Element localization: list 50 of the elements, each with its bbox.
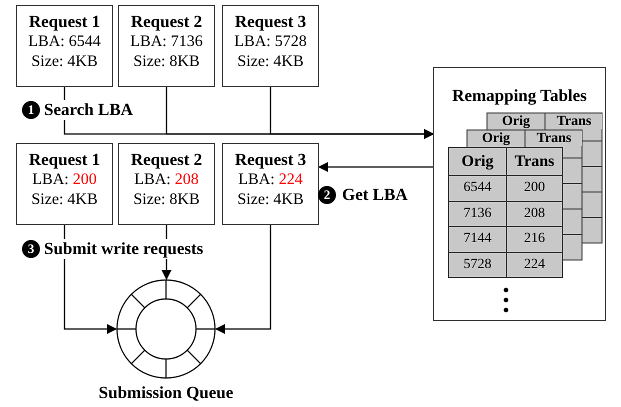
request-field: LBA: 6544 bbox=[17, 32, 112, 52]
request-title: Request 2 bbox=[130, 12, 204, 32]
request-field: Size: 4KB bbox=[223, 190, 318, 210]
translated-lba: 200 bbox=[72, 171, 97, 188]
table-cell: 7144 bbox=[448, 226, 507, 252]
translated-lba: 208 bbox=[174, 171, 199, 188]
panel bbox=[433, 67, 606, 321]
request-box bbox=[118, 5, 215, 87]
request-title: Request 1 bbox=[28, 150, 102, 170]
step-number: 2 bbox=[318, 186, 336, 204]
table-cell: 6544 bbox=[448, 175, 507, 202]
request-title: Request 3 bbox=[234, 150, 308, 170]
request-box bbox=[222, 5, 319, 87]
request-field: Size: 4KB bbox=[17, 52, 112, 72]
step-label: Submit write requests bbox=[42, 239, 206, 259]
arrow bbox=[270, 87, 434, 139]
arrow bbox=[215, 225, 272, 334]
request-field: Size: 8KB bbox=[119, 190, 214, 210]
translated-lba: 224 bbox=[278, 171, 303, 188]
queue-ring-icon bbox=[116, 279, 216, 379]
request-box bbox=[222, 143, 319, 225]
request-field: LBA: 7136 bbox=[119, 32, 214, 52]
request-title: Request 1 bbox=[28, 12, 102, 32]
arrow bbox=[318, 162, 433, 172]
table-cell: 7136 bbox=[448, 200, 507, 227]
request-field: Size: 8KB bbox=[119, 52, 214, 72]
request-box bbox=[118, 143, 215, 225]
request-box bbox=[16, 5, 113, 87]
table-cell: 224 bbox=[506, 252, 563, 278]
request-field: Size: 4KB bbox=[223, 52, 318, 72]
request-field: LBA: bbox=[32, 171, 69, 188]
queue-caption: Submission Queue bbox=[98, 383, 234, 403]
request-field: LBA: 5728 bbox=[223, 32, 318, 52]
request-box bbox=[16, 143, 113, 225]
table-cell: 216 bbox=[506, 226, 563, 252]
table-cell: 200 bbox=[506, 175, 563, 202]
table-header: Trans bbox=[506, 147, 563, 176]
step-number: 1 bbox=[22, 101, 40, 119]
request-title: Request 3 bbox=[234, 12, 308, 32]
request-field: LBA: bbox=[238, 171, 275, 188]
table-header: Orig bbox=[448, 147, 507, 176]
request-field: Size: 4KB bbox=[17, 190, 112, 210]
step-number: 3 bbox=[22, 240, 40, 258]
table-cell: 208 bbox=[506, 200, 563, 227]
table-cell: 5728 bbox=[448, 252, 507, 278]
request-title: Request 2 bbox=[130, 150, 204, 170]
step-label: Search LBA bbox=[42, 100, 135, 120]
panel-title: Remapping Tables bbox=[451, 86, 588, 106]
request-field: LBA: bbox=[134, 171, 171, 188]
arrow bbox=[64, 225, 117, 334]
